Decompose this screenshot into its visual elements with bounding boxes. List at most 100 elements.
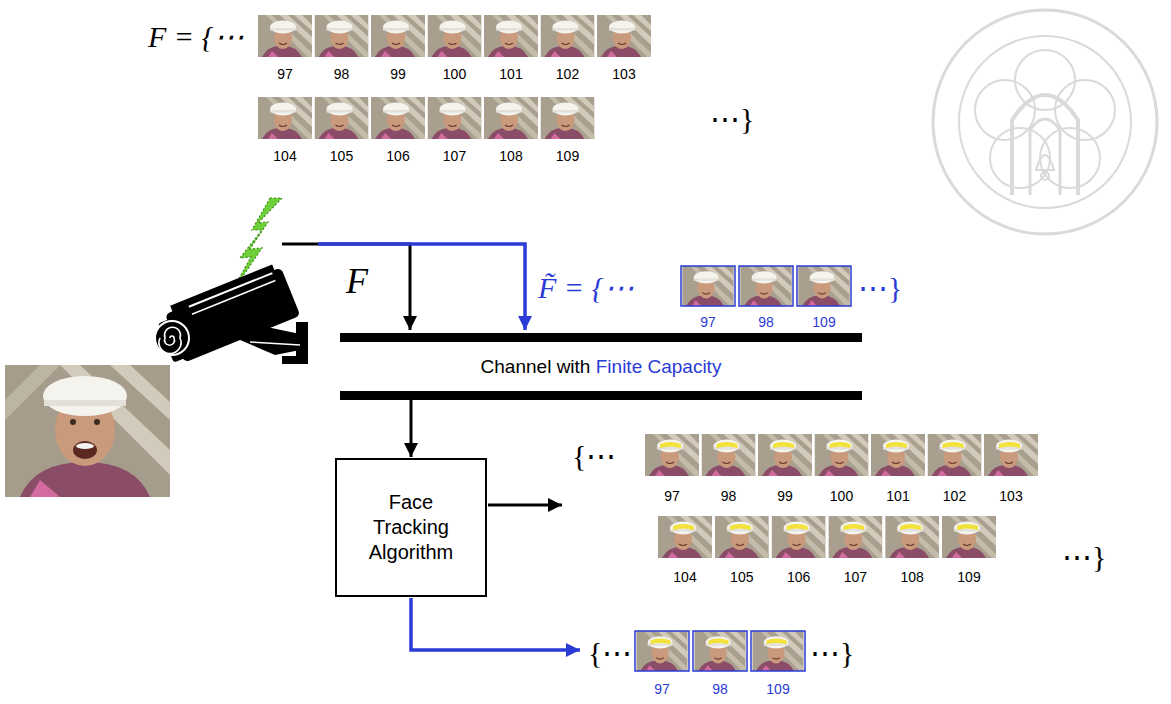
face-photo-part — [76, 443, 94, 449]
frame-number: 106 — [787, 570, 810, 585]
frame-image — [828, 516, 882, 558]
frame-number: 98 — [334, 67, 350, 82]
frame-number: 99 — [390, 67, 406, 82]
video-frame — [942, 516, 996, 558]
frame-image — [428, 97, 482, 139]
frame-image — [928, 434, 982, 476]
camera-icon-part — [153, 262, 300, 366]
set-notation: {⋯ — [572, 439, 616, 472]
frame-number: 108 — [499, 149, 522, 164]
frame-image — [484, 97, 538, 139]
frame-image — [597, 15, 651, 57]
seal-watermark-part — [933, 10, 1157, 234]
video-frame — [815, 434, 869, 476]
set-notation: ⋯} — [858, 271, 902, 304]
seal-watermark-part — [959, 36, 1131, 208]
frame-number: 109 — [957, 570, 980, 585]
video-frame — [715, 516, 769, 558]
video-frame — [315, 97, 369, 139]
frame-image — [658, 516, 712, 558]
frame-image — [541, 97, 595, 139]
output-wires-part — [488, 504, 562, 507]
frame-number: 109 — [766, 682, 789, 697]
frame-thumbnails — [258, 15, 1038, 671]
frame-image — [258, 97, 312, 139]
frame-number: 108 — [901, 570, 924, 585]
frame-image — [772, 516, 826, 558]
video-frame — [645, 434, 699, 476]
frame-number: 98 — [721, 489, 737, 504]
frame-image — [258, 15, 312, 57]
camera-wires — [282, 244, 525, 330]
camera-icon-part-part — [170, 265, 275, 314]
frame-number: 109 — [556, 149, 579, 164]
set-notation: F = {⋯ — [148, 20, 244, 53]
frame-image — [702, 434, 756, 476]
camera-icon-part — [159, 327, 181, 353]
video-frame — [681, 266, 735, 306]
frame-image — [798, 266, 849, 306]
frame-number: 97 — [700, 315, 716, 330]
video-frame — [258, 97, 312, 139]
video-frame — [635, 631, 689, 671]
face-photo-part — [44, 400, 126, 406]
frame-number: 100 — [443, 67, 466, 82]
frame-image — [942, 516, 996, 558]
video-frame — [871, 434, 925, 476]
video-frame — [597, 15, 651, 57]
video-frame — [772, 516, 826, 558]
frame-number: 109 — [812, 315, 835, 330]
video-frame — [702, 434, 756, 476]
frame-image — [758, 434, 812, 476]
camera-icon — [153, 262, 308, 366]
video-frame — [541, 97, 595, 139]
set-notation: {⋯ — [588, 636, 632, 669]
video-frame — [797, 266, 851, 306]
frame-number: 101 — [499, 67, 522, 82]
frame-image — [371, 97, 425, 139]
frame-border — [739, 266, 793, 306]
flow-arrow — [410, 400, 413, 457]
seal-watermark-part — [1036, 155, 1054, 170]
frame-border — [751, 631, 805, 671]
video-frame — [928, 434, 982, 476]
face-photo-part — [5, 365, 170, 497]
camera-icon-part-part — [192, 280, 275, 314]
video-frame — [739, 266, 793, 306]
set-notation: F — [346, 262, 368, 302]
frame-image — [715, 516, 769, 558]
face-photo-part — [30, 480, 60, 497]
set-notation: ⋯} — [810, 636, 854, 669]
face-photo-part — [70, 419, 76, 425]
frame-number: 104 — [673, 570, 696, 585]
frame-image — [428, 15, 482, 57]
set-notation: ⋯} — [710, 102, 754, 135]
frame-image — [815, 434, 869, 476]
set-notation: ⋯} — [1062, 540, 1106, 573]
frame-image — [645, 434, 699, 476]
video-frame — [484, 15, 538, 57]
frame-image — [740, 266, 791, 306]
frame-image — [371, 15, 425, 57]
video-frame — [693, 631, 747, 671]
camera-icon-part — [155, 321, 189, 355]
frame-number: 107 — [844, 570, 867, 585]
frame-image — [315, 15, 369, 57]
frame-image — [752, 631, 803, 671]
frame-number: 102 — [943, 489, 966, 504]
video-frame — [371, 97, 425, 139]
video-frame — [371, 15, 425, 57]
channel-label: Finite Capacity — [596, 356, 722, 378]
video-frame — [315, 15, 369, 57]
frame-number: 103 — [999, 489, 1022, 504]
channel-label: Channel with — [481, 356, 591, 378]
frame-image — [541, 15, 595, 57]
frame-number: 103 — [612, 67, 635, 82]
frame-image — [885, 516, 939, 558]
box-label: Face Tracking Algorithm — [355, 490, 467, 565]
face-photo — [5, 365, 170, 497]
video-frame — [428, 15, 482, 57]
frame-number: 106 — [386, 149, 409, 164]
